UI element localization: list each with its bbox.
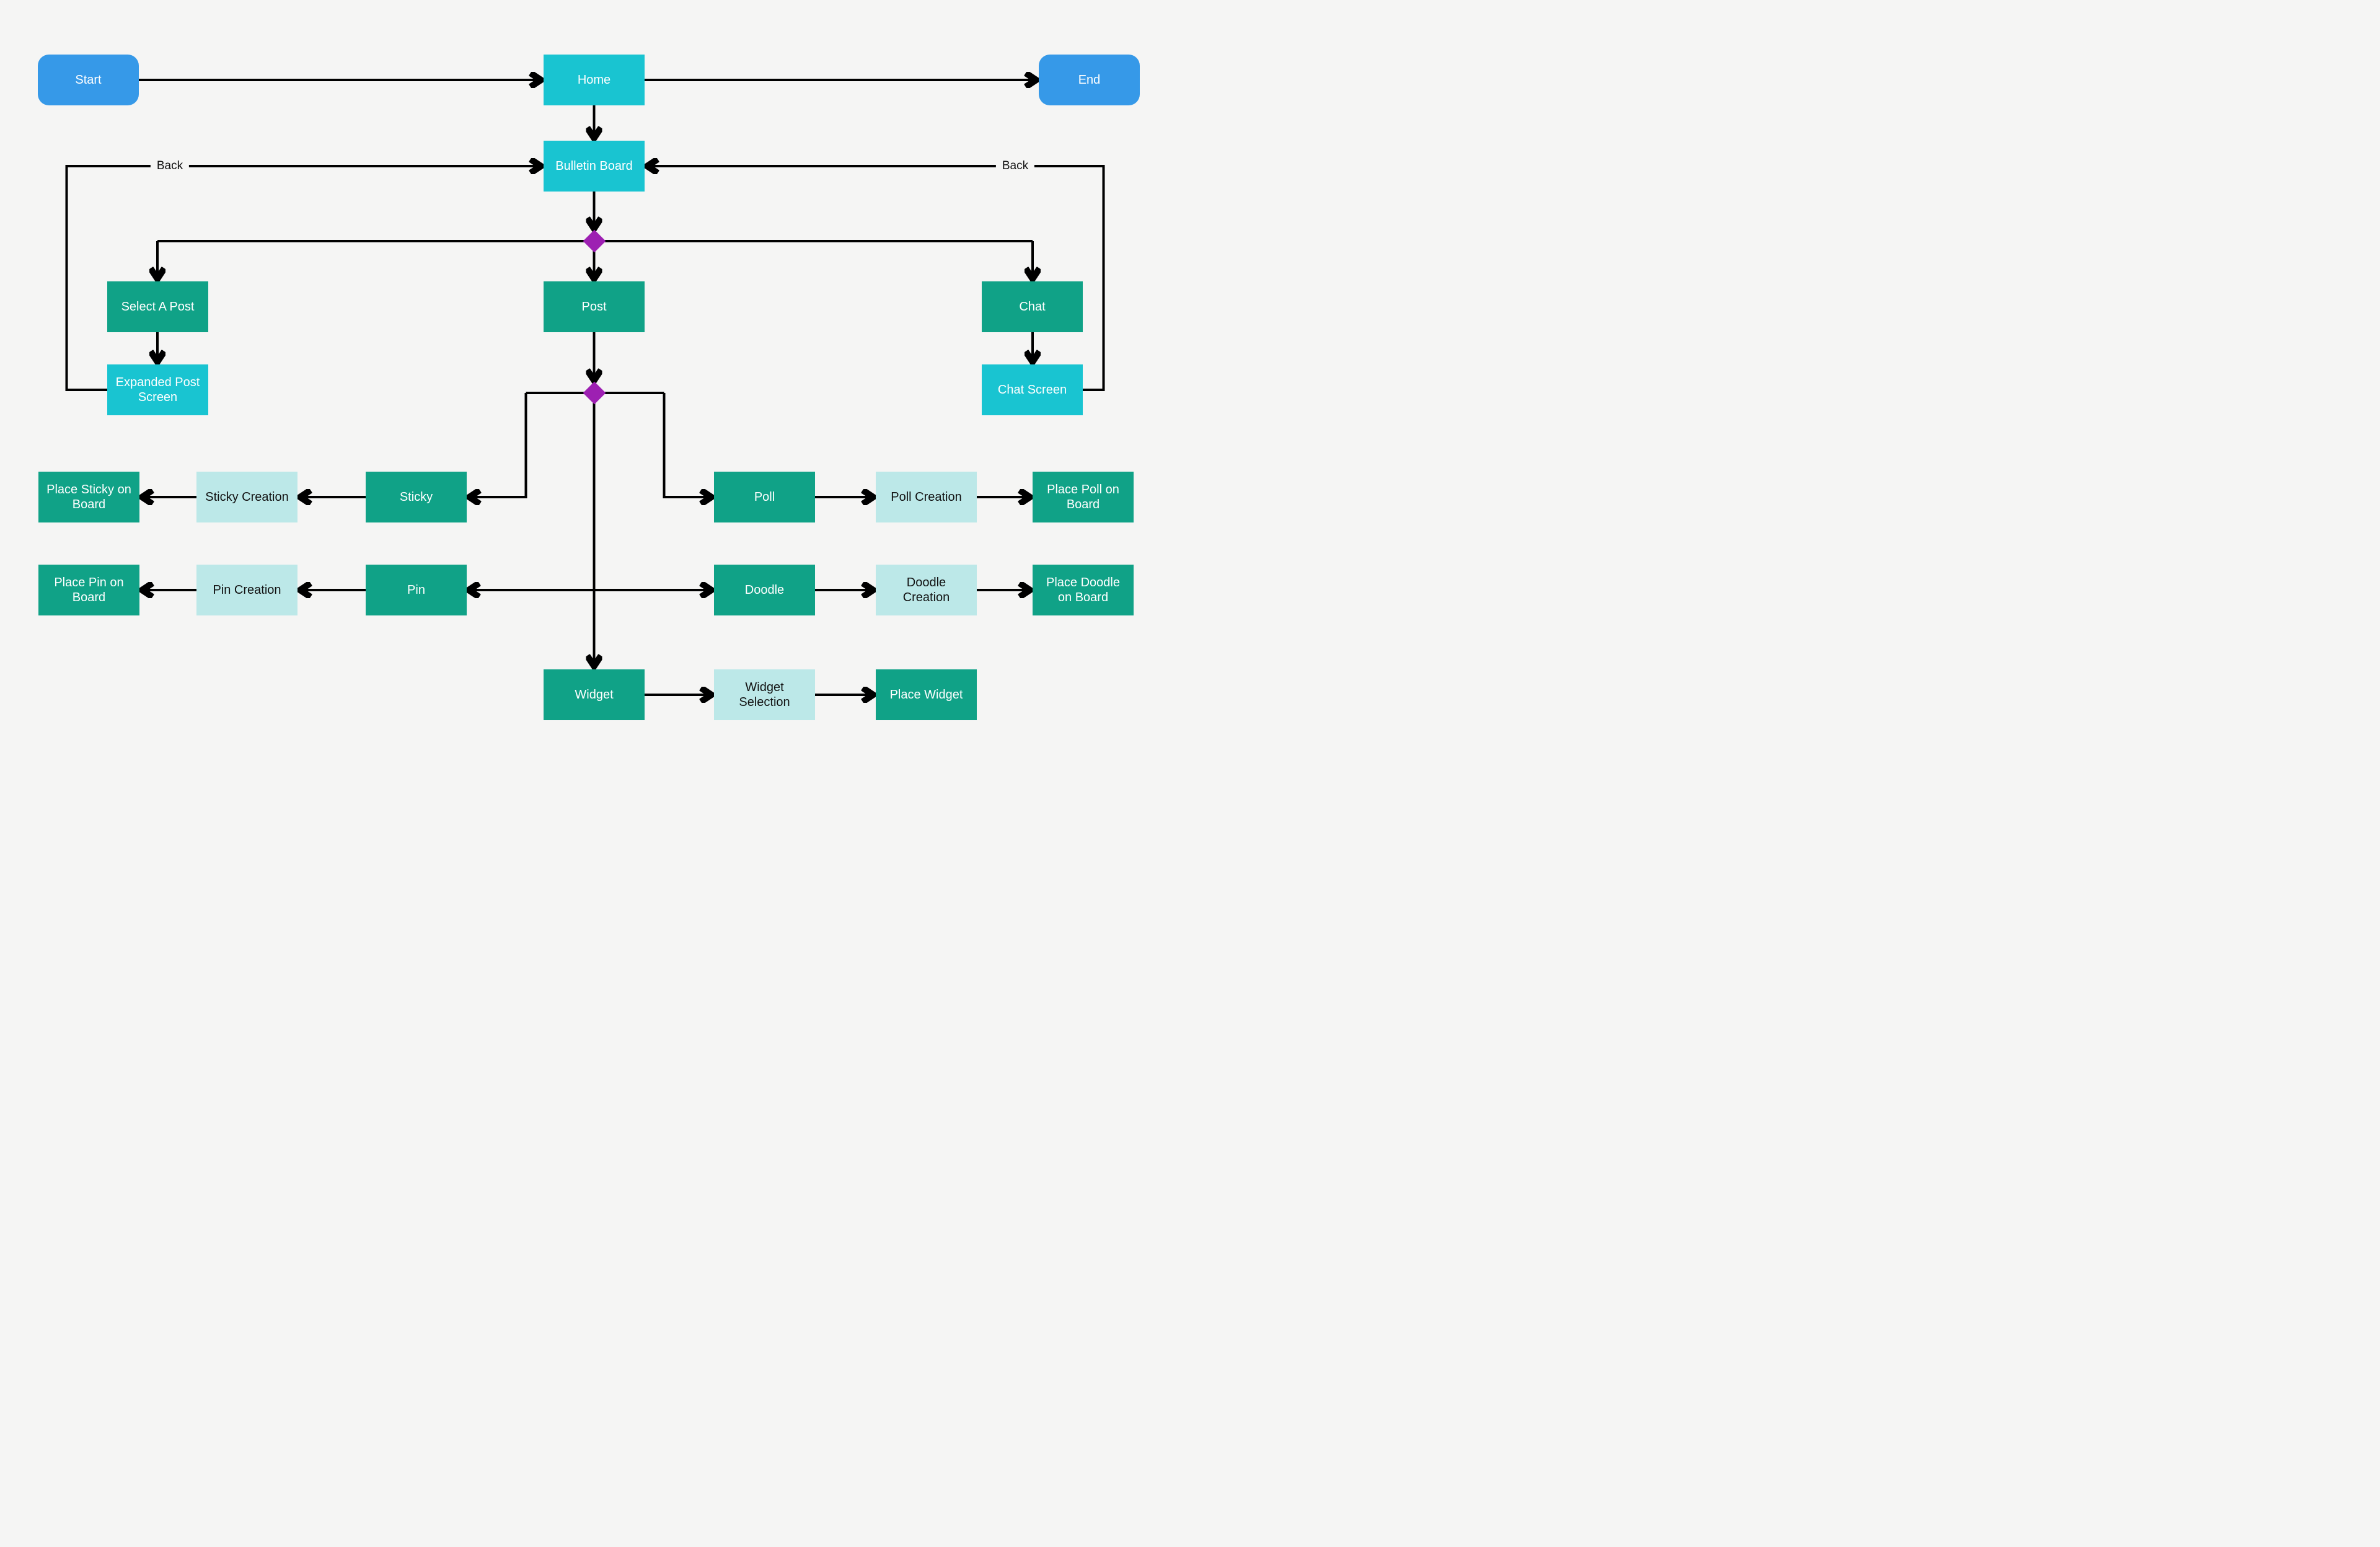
node-post-label: Post: [581, 299, 607, 314]
node-poll[interactable]: Poll: [714, 472, 815, 522]
node-sticky-creation[interactable]: Sticky Creation: [196, 472, 298, 522]
node-pin-creation-label: Pin Creation: [213, 583, 281, 597]
node-poll-creation[interactable]: Poll Creation: [876, 472, 977, 522]
node-widget-selection[interactable]: Widget Selection: [714, 669, 815, 720]
node-widget-label: Widget: [575, 687, 614, 702]
edge-back-right-chat-screen-to-bulletin[interactable]: [648, 166, 1105, 391]
edge-back-left-expanded-post-to-bulletin[interactable]: [65, 166, 541, 391]
node-sticky-creation-label: Sticky Creation: [205, 490, 289, 504]
node-expanded-post-screen-label: Expanded Post Screen: [115, 375, 200, 404]
node-start[interactable]: Start: [38, 55, 139, 105]
back-label-right[interactable]: Back: [995, 159, 1035, 173]
node-doodle-label: Doodle: [744, 583, 785, 597]
node-chat-screen-label: Chat Screen: [997, 382, 1067, 397]
node-pin[interactable]: Pin: [366, 565, 467, 615]
node-sticky[interactable]: Sticky: [366, 472, 467, 522]
node-end[interactable]: End: [1039, 55, 1140, 105]
node-sticky-label: Sticky: [399, 490, 433, 504]
node-place-sticky-on-board-label: Place Sticky on Board: [46, 482, 131, 511]
node-place-sticky-on-board[interactable]: Place Sticky on Board: [38, 472, 139, 522]
node-doodle-creation[interactable]: Doodle Creation: [876, 565, 977, 615]
node-poll-creation-label: Poll Creation: [891, 490, 962, 504]
node-place-widget[interactable]: Place Widget: [876, 669, 977, 720]
node-place-doodle-on-board[interactable]: Place Doodle on Board: [1033, 565, 1134, 615]
node-place-doodle-on-board-label: Place Doodle on Board: [1046, 575, 1120, 604]
node-chat-screen[interactable]: Chat Screen: [982, 364, 1083, 415]
node-place-widget-label: Place Widget: [889, 687, 963, 702]
node-expanded-post-screen[interactable]: Expanded Post Screen: [107, 364, 208, 415]
node-post[interactable]: Post: [544, 281, 645, 332]
back-label-left[interactable]: Back: [150, 159, 190, 173]
node-home[interactable]: Home: [544, 55, 645, 105]
node-place-pin-on-board[interactable]: Place Pin on Board: [38, 565, 139, 615]
node-pin-creation[interactable]: Pin Creation: [196, 565, 298, 615]
node-chat-label: Chat: [1019, 299, 1046, 314]
node-bulletin-board-label: Bulletin Board: [555, 159, 633, 173]
flowchart-canvas: Start Home End Bulletin Board Select A P…: [0, 0, 1190, 774]
node-place-pin-on-board-label: Place Pin on Board: [54, 575, 124, 604]
node-end-label: End: [1078, 73, 1101, 87]
node-select-a-post[interactable]: Select A Post: [107, 281, 208, 332]
node-widget-selection-label: Widget Selection: [739, 680, 790, 709]
node-select-a-post-label: Select A Post: [121, 299, 195, 314]
node-bulletin-board[interactable]: Bulletin Board: [544, 141, 645, 192]
node-place-poll-on-board[interactable]: Place Poll on Board: [1033, 472, 1134, 522]
node-pin-label: Pin: [407, 583, 425, 597]
edge-decision-2-poll[interactable]: [663, 393, 712, 497]
node-home-label: Home: [577, 73, 611, 87]
node-chat[interactable]: Chat: [982, 281, 1083, 332]
node-poll-label: Poll: [754, 490, 775, 504]
node-place-poll-on-board-label: Place Poll on Board: [1047, 482, 1119, 511]
node-doodle[interactable]: Doodle: [714, 565, 815, 615]
node-doodle-creation-label: Doodle Creation: [902, 575, 950, 604]
edge-decision-2-sticky[interactable]: [470, 393, 527, 497]
node-widget[interactable]: Widget: [544, 669, 645, 720]
node-start-label: Start: [75, 73, 102, 87]
